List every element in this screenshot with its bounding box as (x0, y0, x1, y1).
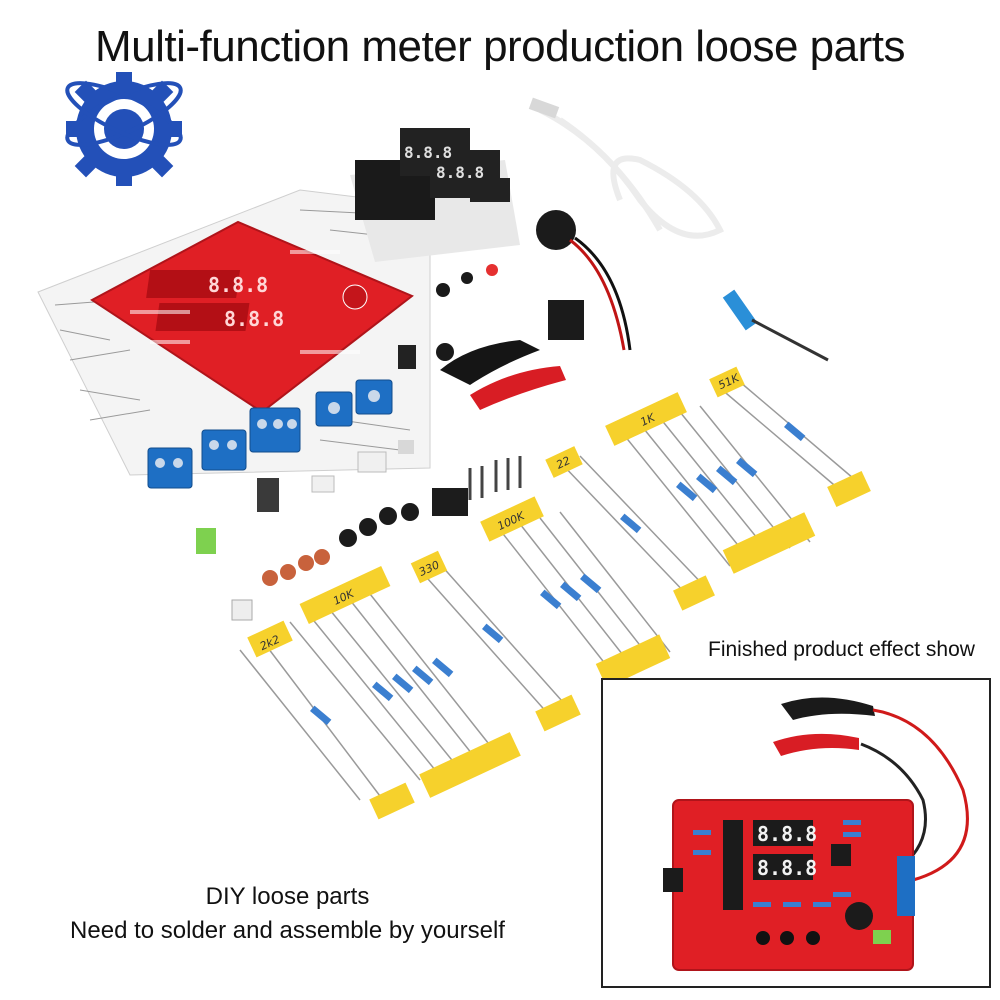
svg-text:8.8.8: 8.8.8 (757, 856, 817, 880)
gear-logo-icon (65, 72, 183, 186)
diy-caption: DIY loose parts Need to solder and assem… (0, 880, 575, 948)
svg-text:8.8.8: 8.8.8 (404, 143, 452, 162)
transistors (339, 503, 419, 547)
tape-strips (247, 366, 871, 820)
svg-text:8.8.8: 8.8.8 (224, 307, 284, 331)
red-pcb-board: 8.8.8 8.8.8 (90, 220, 414, 414)
svg-text:8.8.8: 8.8.8 (436, 163, 484, 182)
svg-text:8.8.8: 8.8.8 (757, 822, 817, 846)
product-title: Multi-function meter production loose pa… (94, 22, 906, 71)
svg-text:8.8.8: 8.8.8 (208, 273, 268, 297)
resistor-label: 1K (638, 411, 657, 429)
crocodile-clips (440, 340, 566, 410)
screwdriver (722, 289, 829, 362)
finished-caption: Finished product effect show (708, 638, 975, 661)
loose-parts-photo: 8.8.8 8.8.8 8.8.8 8.8.8 (37, 97, 871, 820)
finished-product-photo: 8.8.8 8.8.8 (663, 697, 969, 971)
resistor-label: 22 (554, 454, 572, 472)
finished-product-inset: 8.8.8 8.8.8 (601, 678, 991, 988)
diy-caption-line2: Need to solder and assemble by yourself (70, 917, 505, 944)
diy-caption-line1: DIY loose parts (205, 883, 370, 910)
